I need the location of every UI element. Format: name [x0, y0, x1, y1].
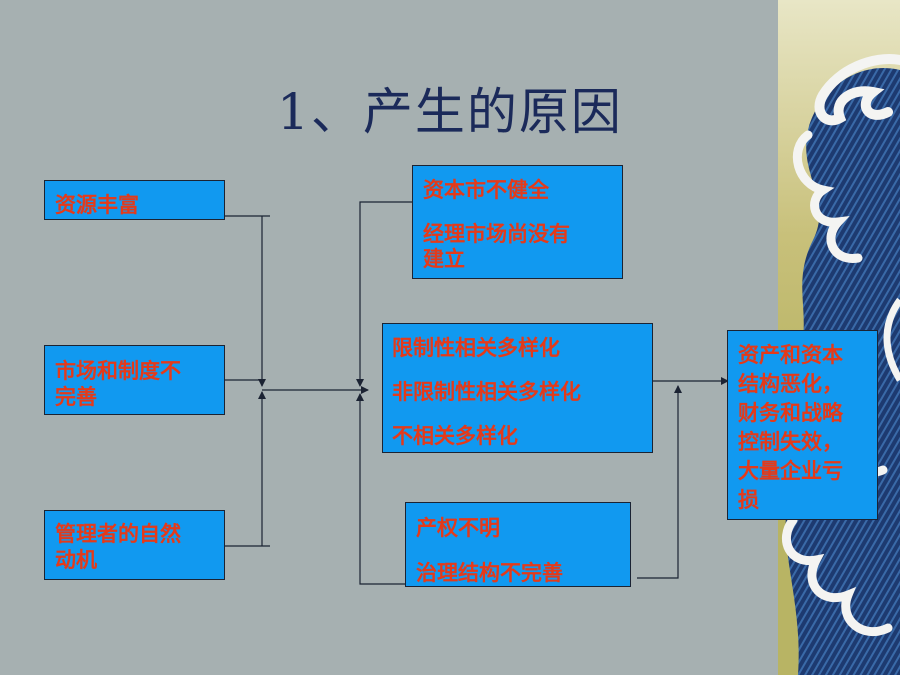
box-result: 资产和资本 结构恶化， 财务和战略 控制失效， 大量企业亏 损 — [727, 330, 878, 520]
box-line: 限制性相关多样化 — [392, 336, 560, 360]
box-line: 动机 — [55, 548, 97, 572]
box-line: 资本市不健全 — [423, 178, 549, 202]
box-line: 建立 — [423, 247, 465, 271]
box-line: 结构恶化， — [738, 372, 843, 396]
box-line: 不相关多样化 — [392, 424, 518, 448]
box-diversification-types: 限制性相关多样化 非限制性相关多样化 不相关多样化 — [382, 323, 653, 453]
box-line: 治理结构不完善 — [416, 561, 563, 585]
slide-title: 1、产生的原因 — [277, 83, 623, 141]
box-line: 完善 — [55, 385, 97, 409]
box-line: 市场和制度不 — [55, 359, 181, 383]
box-line: 经理市场尚没有 — [423, 222, 570, 246]
box-abundant-resources: 资源丰富 — [44, 180, 225, 220]
box-line: 大量企业亏 — [738, 459, 843, 483]
box-capital-market: 资本市不健全 经理市场尚没有 建立 — [412, 165, 623, 279]
box-property-rights: 产权不明 治理结构不完善 — [405, 502, 631, 587]
box-manager-motive: 管理者的自然 动机 — [44, 510, 225, 580]
arrow-bottom-box-up — [356, 393, 405, 585]
box-line: 损 — [738, 488, 759, 512]
box-line: 财务和战略 — [738, 401, 843, 425]
arrow-bottom-to-right — [637, 385, 682, 579]
box-line: 产权不明 — [416, 516, 500, 540]
box-line: 资产和资本 — [738, 343, 843, 367]
box-line: 资源丰富 — [55, 193, 139, 217]
box-market-system: 市场和制度不 完善 — [44, 345, 225, 415]
box-line: 控制失效， — [738, 430, 843, 454]
arrow-top-box-down — [356, 201, 412, 387]
box-line: 非限制性相关多样化 — [392, 380, 581, 404]
box-line: 管理者的自然 — [55, 522, 181, 546]
